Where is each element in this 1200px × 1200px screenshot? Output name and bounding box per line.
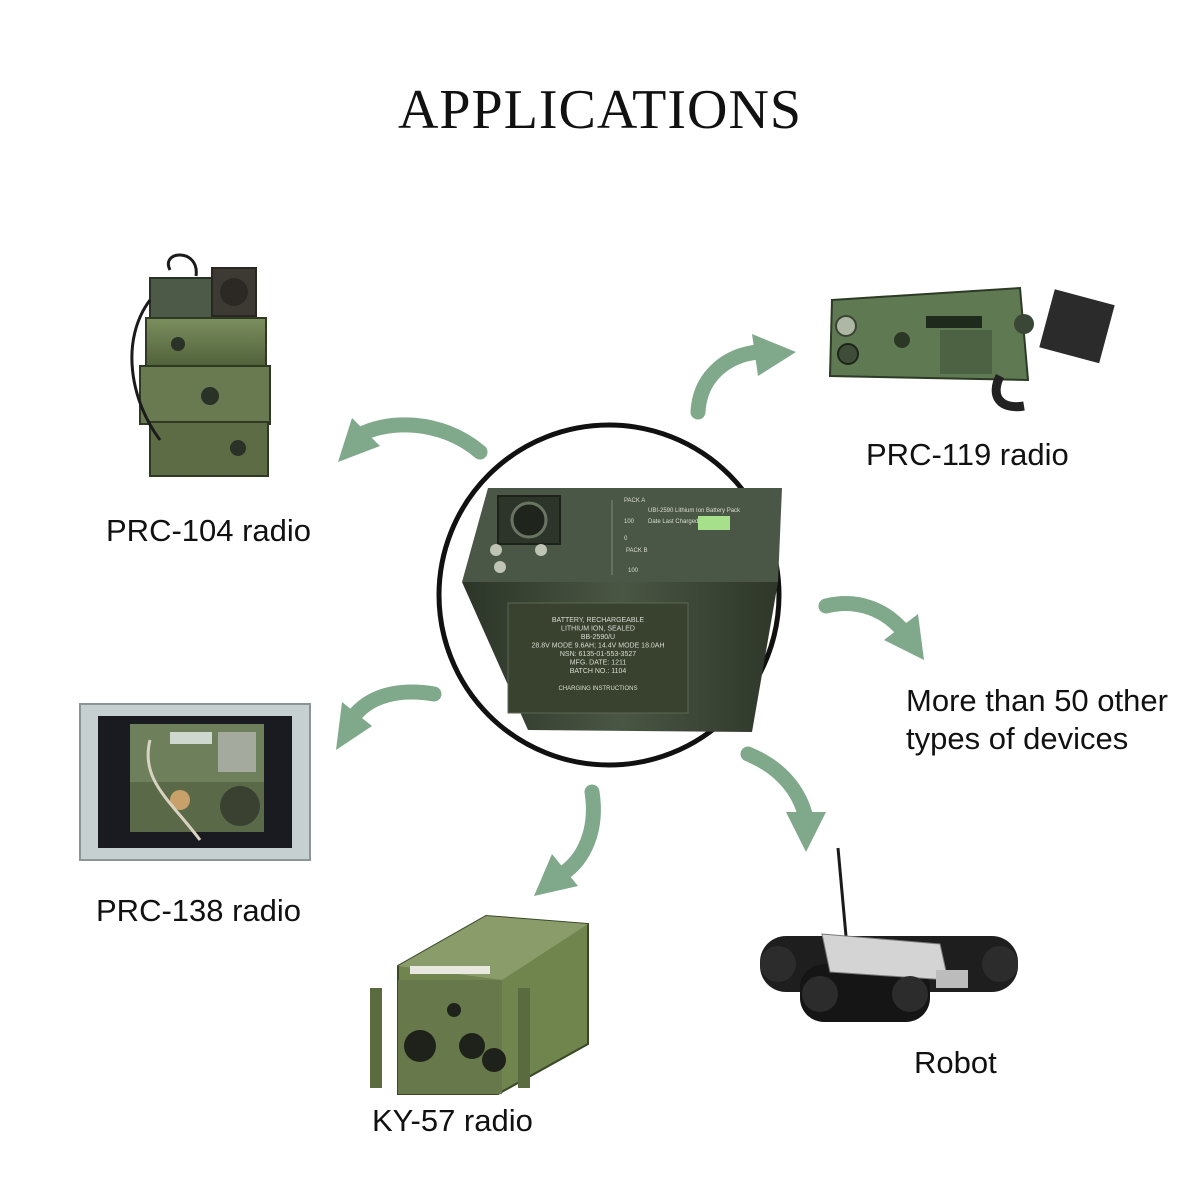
arrow-to-prc119 bbox=[690, 334, 796, 420]
battery-label-line: MFG. DATE: 1211 bbox=[570, 660, 627, 667]
arrow-to-prc138 bbox=[336, 684, 442, 750]
battery-label-line: BATTERY, RECHARGEABLE bbox=[552, 617, 645, 624]
label-robot: Robot bbox=[914, 1045, 997, 1080]
battery-top-label: Date Last Charged bbox=[648, 519, 698, 525]
battery-pack-image bbox=[462, 488, 782, 732]
battery-label-subtitle: CHARGING INSTRUCTIONS bbox=[558, 686, 637, 692]
page-title: APPLICATIONS bbox=[397, 79, 803, 141]
label-prc119: PRC-119 radio bbox=[866, 437, 1069, 472]
robot-image bbox=[760, 847, 1018, 1022]
label-prc104: PRC-104 radio bbox=[106, 513, 312, 548]
ky57-radio-image bbox=[370, 914, 589, 1095]
arrow-to-other-devices bbox=[818, 596, 924, 660]
battery-label-line: LITHIUM ION, SEALED bbox=[561, 626, 635, 633]
battery-label-line: BB-2590/U bbox=[581, 634, 615, 641]
battery-top-label: UBI-2590 Lithium Ion Battery Pack bbox=[648, 508, 741, 514]
battery-label-line: BATCH NO.: 1104 bbox=[570, 668, 627, 675]
label-other-devices: More than 50 other types of devices bbox=[906, 683, 1168, 756]
label-prc138: PRC-138 radio bbox=[96, 893, 302, 928]
prc104-radio-image bbox=[130, 253, 271, 477]
battery-top-label: PACK A bbox=[624, 498, 645, 504]
arrow-to-ky57 bbox=[534, 784, 601, 896]
arrow-to-prc104 bbox=[338, 417, 488, 462]
battery-top-label: 0 bbox=[624, 536, 628, 542]
battery-label-line: NSN: 6135-01-553-3527 bbox=[560, 651, 636, 658]
battery-top-label: 100 bbox=[624, 519, 635, 525]
battery-label-line: 28.8V MODE 9.6AH; 14.4V MODE 18.0AH bbox=[531, 643, 664, 650]
arrow-to-robot bbox=[740, 746, 826, 852]
label-ky57: KY-57 radio bbox=[372, 1103, 533, 1138]
battery-top-label: PACK B bbox=[626, 548, 648, 554]
prc119-radio-image bbox=[828, 286, 1115, 412]
battery-top-label: 100 bbox=[628, 568, 639, 574]
prc138-radio-image bbox=[79, 703, 311, 861]
